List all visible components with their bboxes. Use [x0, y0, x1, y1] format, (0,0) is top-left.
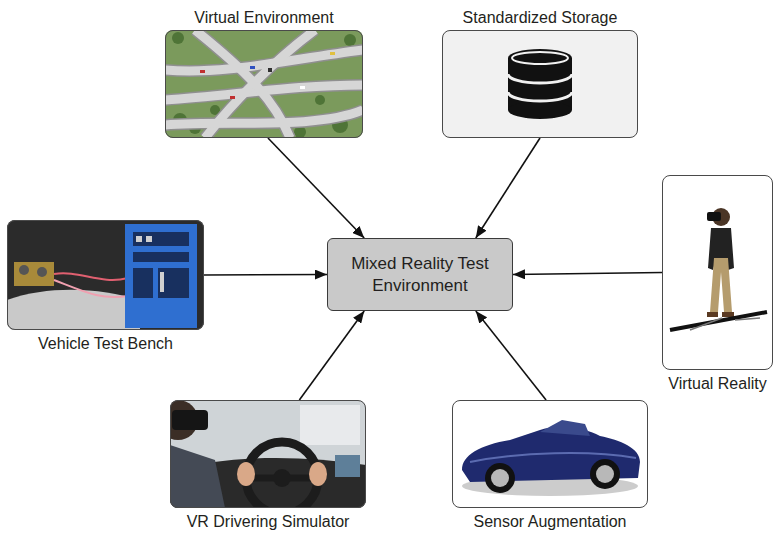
- drawing-part: [491, 469, 509, 487]
- wheel: [485, 463, 515, 493]
- driver-arm: [170, 445, 225, 508]
- trunk-ground: [7, 220, 204, 330]
- wheel: [590, 459, 620, 489]
- drawing-part: [315, 95, 325, 105]
- arrow-connector: [204, 274, 327, 276]
- drawing-part: [133, 232, 189, 246]
- picture-box: Standardized Storage: [442, 30, 638, 138]
- hand: [309, 462, 327, 486]
- drawing-part: [250, 66, 255, 69]
- picture-box: Sensor Augmentation: [452, 400, 648, 508]
- drawing-part: [146, 236, 152, 242]
- drawing-part: [330, 52, 335, 55]
- picture-caption: Virtual Reality: [668, 374, 766, 393]
- arrow-connector: [299, 311, 364, 400]
- rack-cabinet: [125, 224, 197, 328]
- engine-unit: [14, 262, 54, 286]
- arrow-connector: [476, 138, 540, 238]
- floor-cable: [690, 318, 760, 330]
- windscreen: [540, 420, 590, 436]
- vr-person-picture: [662, 175, 773, 370]
- drawing-part: [596, 465, 614, 483]
- drawing-part: [19, 265, 29, 275]
- drawing-part: [172, 32, 184, 44]
- icon-ground: [442, 30, 638, 138]
- database-icon: [508, 49, 572, 119]
- highway-picture: [165, 30, 363, 138]
- drawing-part: [160, 272, 164, 292]
- photo-ground: [662, 175, 773, 370]
- drawing-part: [300, 86, 305, 89]
- arrow-connector: [476, 311, 546, 400]
- arrow-connector: [268, 138, 364, 238]
- picture-box: Virtual Environment: [165, 30, 363, 138]
- picture-caption: Virtual Environment: [194, 8, 333, 27]
- drawing-part: [165, 110, 363, 125]
- drawing-part: [133, 252, 189, 262]
- rack-modules: [133, 232, 189, 298]
- drawing-part: [707, 312, 718, 317]
- picture-box: Vehicle Test Bench: [7, 220, 204, 330]
- drawing-part: [136, 236, 142, 242]
- drawing-part: [158, 268, 189, 298]
- drawing-part: [300, 405, 360, 445]
- vr-headset: [707, 212, 721, 221]
- drawing-part: [230, 96, 235, 99]
- drawing-part: [37, 267, 47, 277]
- drawing-part: [508, 74, 572, 83]
- arrow-connector: [513, 273, 662, 275]
- drawing-part: [246, 475, 318, 482]
- drawing-part: [512, 52, 568, 64]
- database-picture: [442, 30, 638, 138]
- picture-caption: Standardized Storage: [463, 8, 618, 27]
- drawing-part: [268, 68, 272, 72]
- drawing-part: [508, 49, 572, 67]
- road-edges: [165, 30, 363, 138]
- drawing-part: [344, 34, 356, 46]
- vr-headset: [172, 410, 208, 430]
- picture-caption: VR Drivering Simulator: [187, 512, 350, 531]
- window-ground: [170, 400, 366, 508]
- drawing-part: [722, 312, 734, 317]
- hand: [237, 462, 255, 486]
- picture-box: VR Drivering Simulator: [170, 400, 366, 508]
- drawing-part: [508, 101, 572, 119]
- process-box: Mixed Reality Test Environment: [327, 238, 513, 311]
- wire: [54, 280, 128, 297]
- dash-screen: [335, 455, 360, 477]
- grass-ground: [165, 30, 363, 138]
- car-picture: [452, 400, 648, 508]
- box-label: Mixed Reality Test Environment: [338, 253, 502, 297]
- steering-wheel: [246, 442, 318, 508]
- drawing-part: [165, 110, 363, 125]
- picture-caption: Sensor Augmentation: [474, 512, 627, 531]
- picture-caption: Vehicle Test Bench: [38, 334, 173, 353]
- roads: [165, 30, 363, 138]
- photo-ground: [452, 400, 648, 508]
- test-bench-picture: [7, 220, 204, 330]
- drawing-part: [133, 268, 153, 298]
- picture-box: Virtual Reality: [662, 175, 773, 370]
- cars: [200, 52, 335, 99]
- rack-lights: [136, 236, 164, 292]
- simulator-picture: [170, 400, 366, 508]
- drawing-part: [200, 70, 205, 73]
- trousers: [710, 258, 732, 312]
- wire: [54, 273, 128, 280]
- floor-bar: [670, 312, 767, 330]
- drawing-part: [508, 92, 572, 101]
